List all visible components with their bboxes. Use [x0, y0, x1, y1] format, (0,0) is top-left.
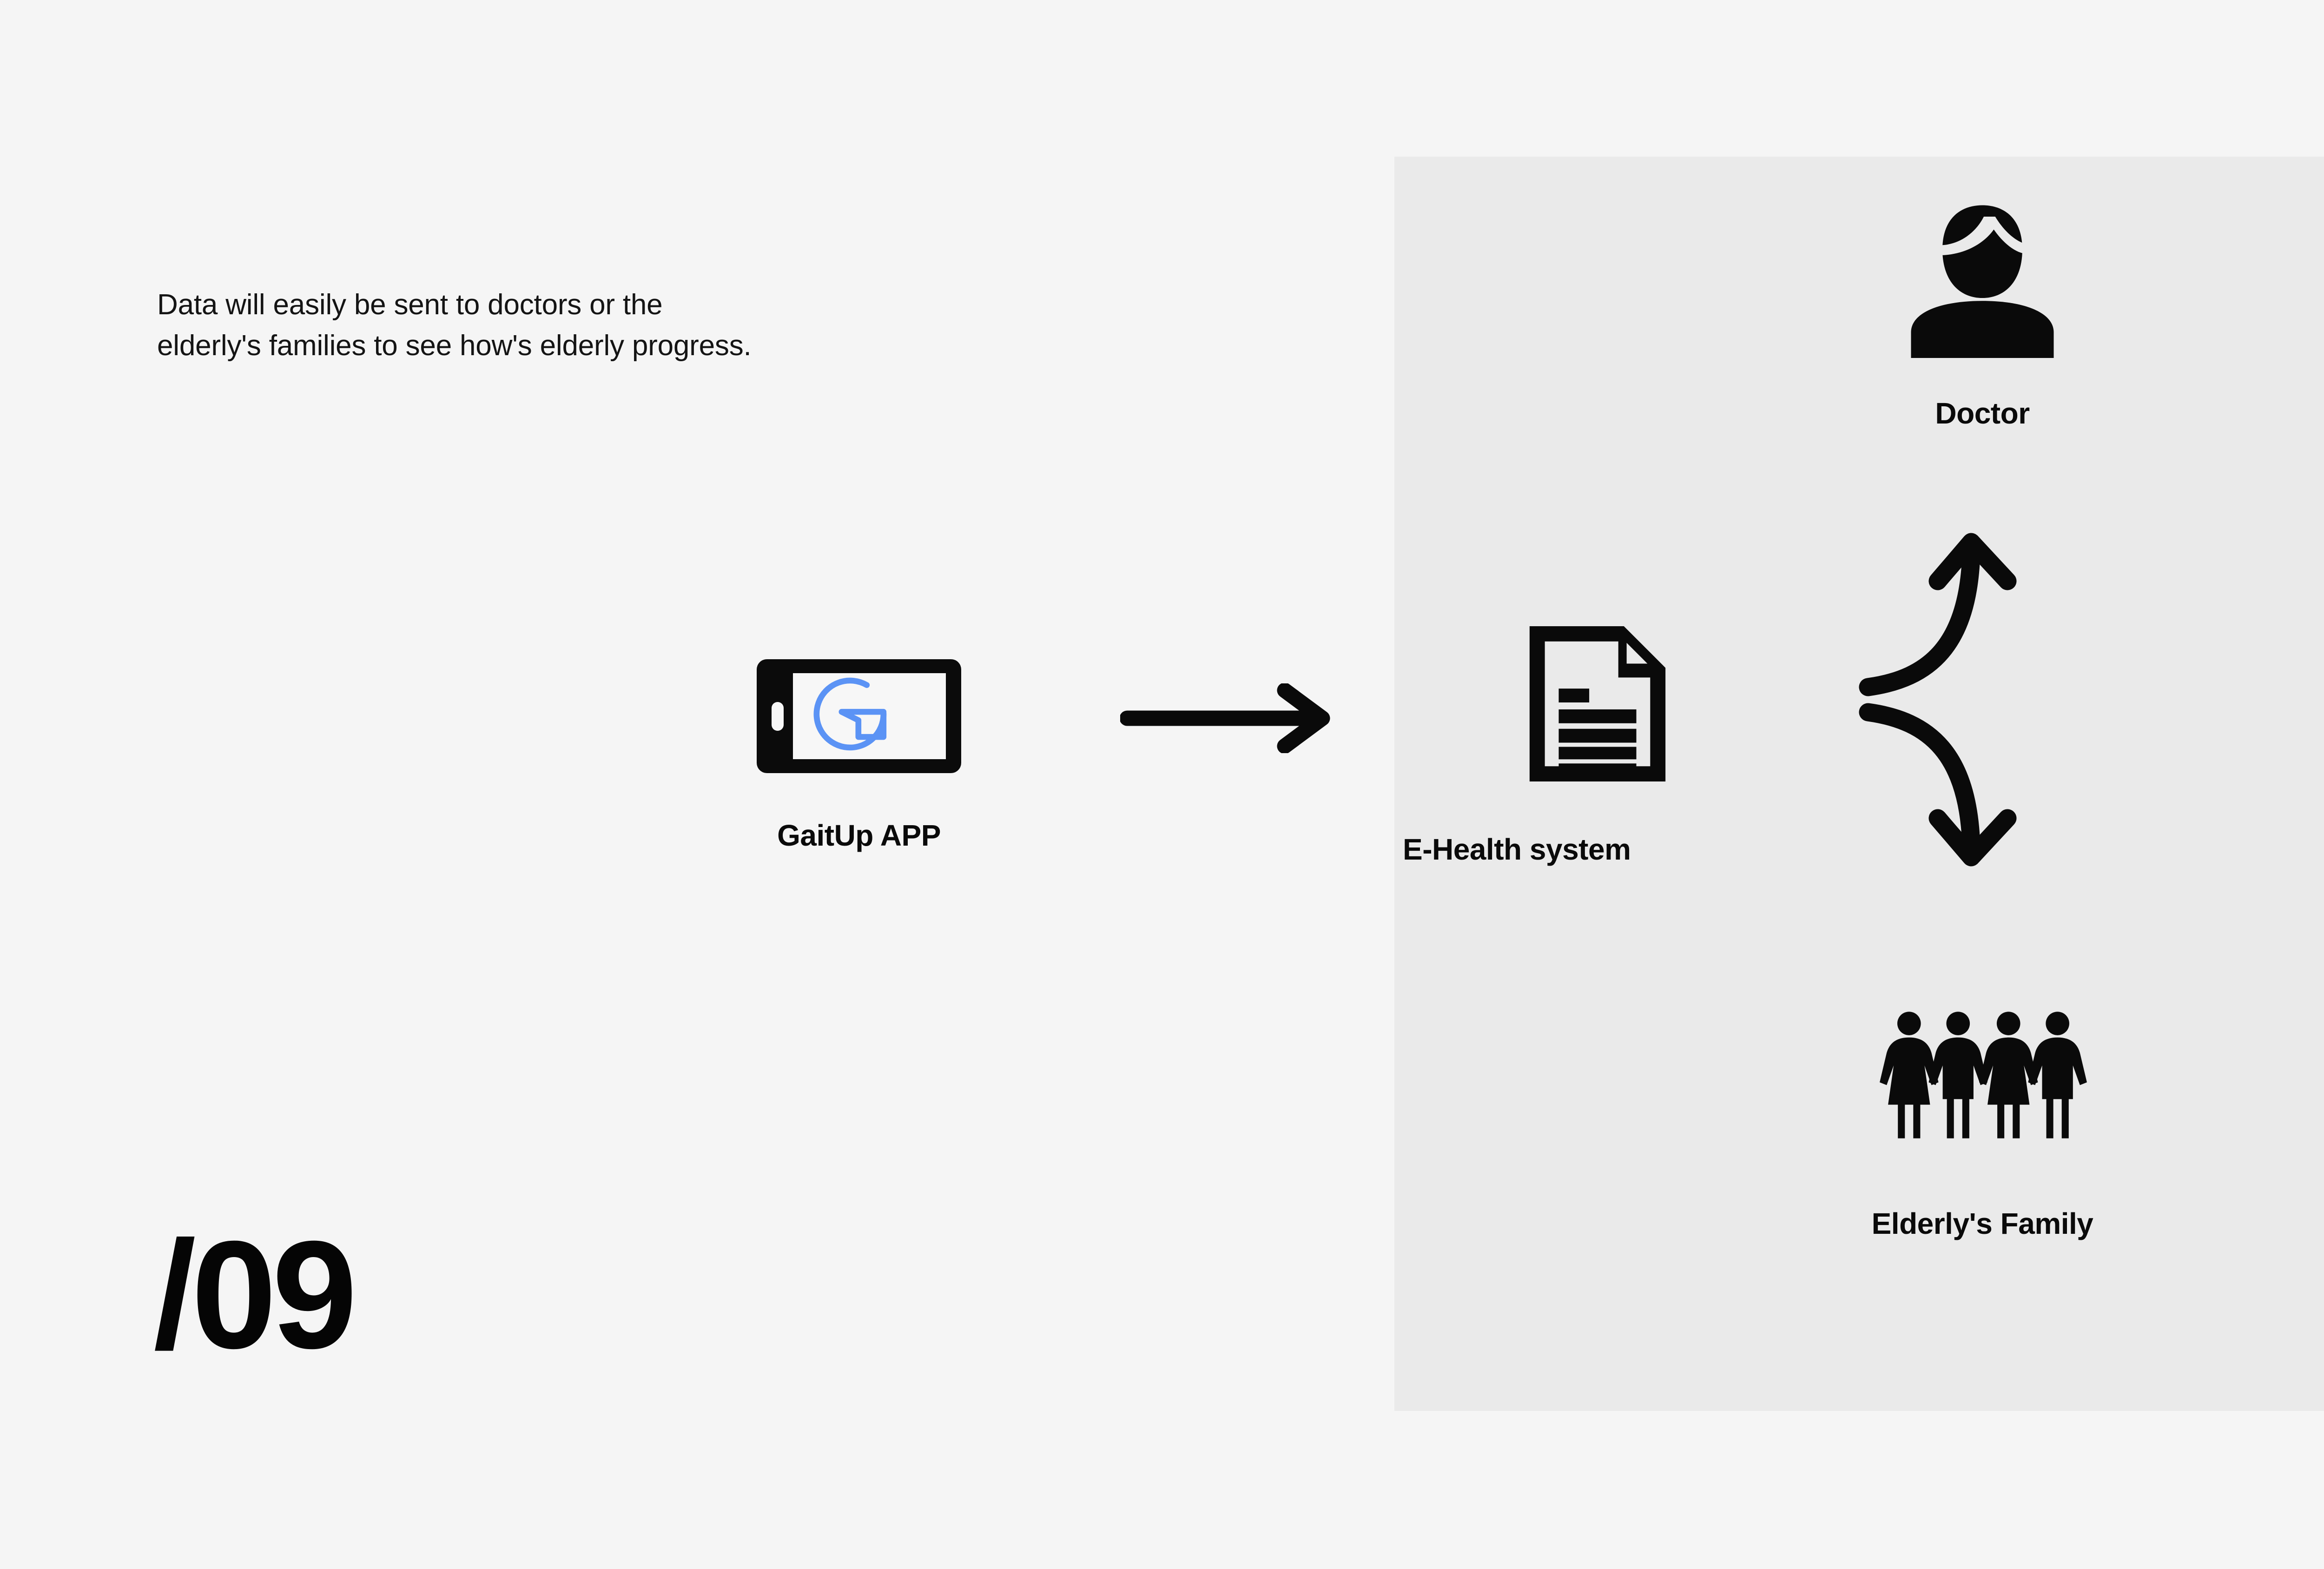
page-number: /09 — [153, 1209, 357, 1380]
phone-side-button — [772, 702, 784, 731]
right-arrow-icon — [1120, 683, 1330, 753]
body-line-2: elderly's families to see how's elderly … — [157, 330, 752, 362]
ehealth-system-label: E-Health system — [1403, 833, 1631, 866]
body-line-1: Data will easily be sent to doctors or t… — [157, 289, 663, 321]
curved-down-arrow-icon — [1859, 703, 2017, 867]
branching-curved-arrows — [1859, 533, 2017, 867]
gaitup-g-logo-icon — [813, 677, 887, 751]
diagram-panel — [1394, 157, 2324, 1411]
family-figure-female-2 — [1979, 1012, 2038, 1139]
doctor-person-icon — [1911, 205, 2054, 358]
family-figure-female-1 — [1880, 1012, 1939, 1139]
body-paragraph: Data will easily be sent to doctors or t… — [157, 285, 1301, 366]
doctor-label: Doctor — [1935, 397, 2030, 430]
elderly-family-label: Elderly's Family — [1871, 1207, 2093, 1240]
gaitup-app-icon — [757, 659, 961, 773]
curved-up-arrow-icon — [1859, 533, 2017, 696]
family-figure-male-1 — [1928, 1012, 1988, 1139]
family-figure-male-2 — [2028, 1012, 2087, 1139]
gaitup-app-label: GaitUp APP — [777, 819, 941, 852]
document-icon — [1529, 626, 1666, 782]
family-group-icon — [1880, 1012, 2087, 1139]
